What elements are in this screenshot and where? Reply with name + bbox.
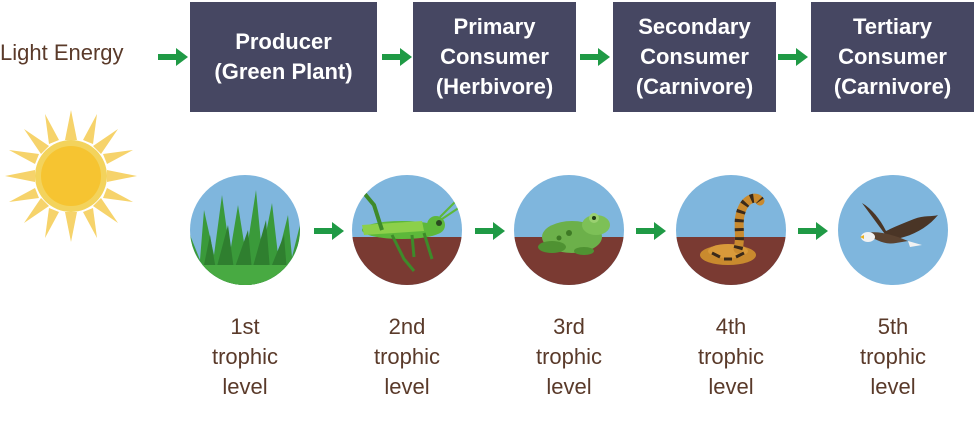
trophic-level-label: 3rd trophic level <box>514 312 624 402</box>
snake-icon <box>676 175 786 285</box>
level-word: level <box>546 374 592 399</box>
level-word: level <box>384 374 430 399</box>
level-ordinal: 1st <box>230 314 260 339</box>
trophic-level-label: 4th trophic level <box>676 312 786 402</box>
trophic-level-label: 5th trophic level <box>838 312 948 402</box>
box-line: Secondary <box>638 14 751 39</box>
level-word: level <box>222 374 268 399</box>
box-line: Consumer <box>440 44 549 69</box>
arrow-icon <box>382 48 412 66</box>
box-line: Tertiary <box>852 14 933 39</box>
level-word: level <box>870 374 916 399</box>
grasshopper-icon <box>352 175 462 285</box>
primary-consumer-box: Primary Consumer (Herbivore) <box>413 2 576 112</box>
level-word: trophic <box>373 344 441 369</box>
eagle-circle <box>838 175 948 285</box>
trophic-level-label: 2nd trophic level <box>352 312 462 402</box>
level-word: trophic <box>535 344 603 369</box>
level-word: trophic <box>697 344 765 369</box>
arrow-icon <box>475 222 505 240</box>
box-line: Producer <box>235 29 332 54</box>
secondary-consumer-box: Secondary Consumer (Carnivore) <box>613 2 776 112</box>
box-line: (Carnivore) <box>833 74 952 99</box>
level-word: trophic <box>211 344 279 369</box>
box-line: (Herbivore) <box>435 74 554 99</box>
frog-circle <box>514 175 624 285</box>
arrow-icon <box>636 222 666 240</box>
eagle-icon <box>838 175 948 285</box>
producer-box: Producer (Green Plant) <box>190 2 377 112</box>
box-line: (Carnivore) <box>635 74 754 99</box>
snake-circle <box>676 175 786 285</box>
level-ordinal: 5th <box>877 314 909 339</box>
grasshopper-circle <box>352 175 462 285</box>
grass-icon <box>190 175 300 285</box>
level-word: level <box>708 374 754 399</box>
box-line: Primary <box>453 14 536 39</box>
box-line: Consumer <box>640 44 749 69</box>
arrow-icon <box>580 48 610 66</box>
arrow-icon <box>798 222 828 240</box>
sun-icon <box>5 110 137 242</box>
arrow-icon <box>314 222 344 240</box>
level-ordinal: 4th <box>715 314 747 339</box>
level-word: trophic <box>859 344 927 369</box>
box-line: (Green Plant) <box>214 59 353 84</box>
arrow-icon <box>778 48 808 66</box>
level-ordinal: 3rd <box>553 314 585 339</box>
level-ordinal: 2nd <box>388 314 426 339</box>
grass-circle <box>190 175 300 285</box>
arrow-icon <box>158 48 188 66</box>
light-energy-label: Light Energy <box>0 40 124 65</box>
trophic-level-label: 1st trophic level <box>190 312 300 402</box>
tertiary-consumer-box: Tertiary Consumer (Carnivore) <box>811 2 974 112</box>
frog-icon <box>514 175 624 285</box>
box-line: Consumer <box>838 44 947 69</box>
